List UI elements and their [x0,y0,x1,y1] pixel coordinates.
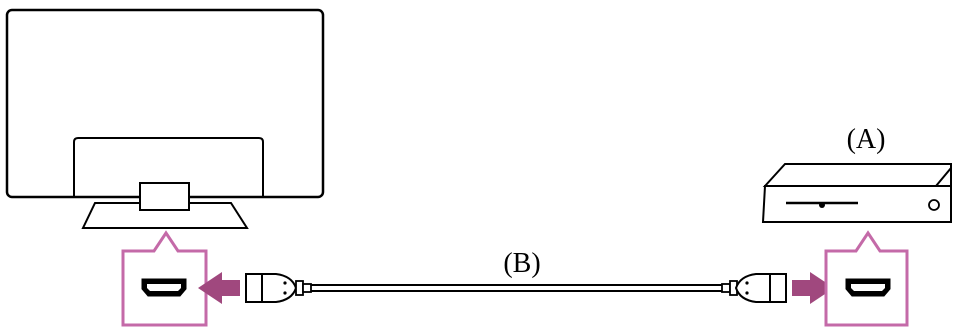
external-device-icon [761,163,952,223]
hdmi-cable-icon [245,273,787,303]
arrow-into-tv [198,272,240,304]
hdmi-port-icon [845,278,891,297]
hdmi-port-icon [141,278,187,297]
television-icon [5,8,325,229]
device-label: (A) [847,124,886,155]
device-hdmi-port-callout [824,230,909,327]
arrow-into-device [792,272,834,304]
tv-hdmi-port-callout [121,230,208,327]
cable-label: (B) [503,248,540,279]
